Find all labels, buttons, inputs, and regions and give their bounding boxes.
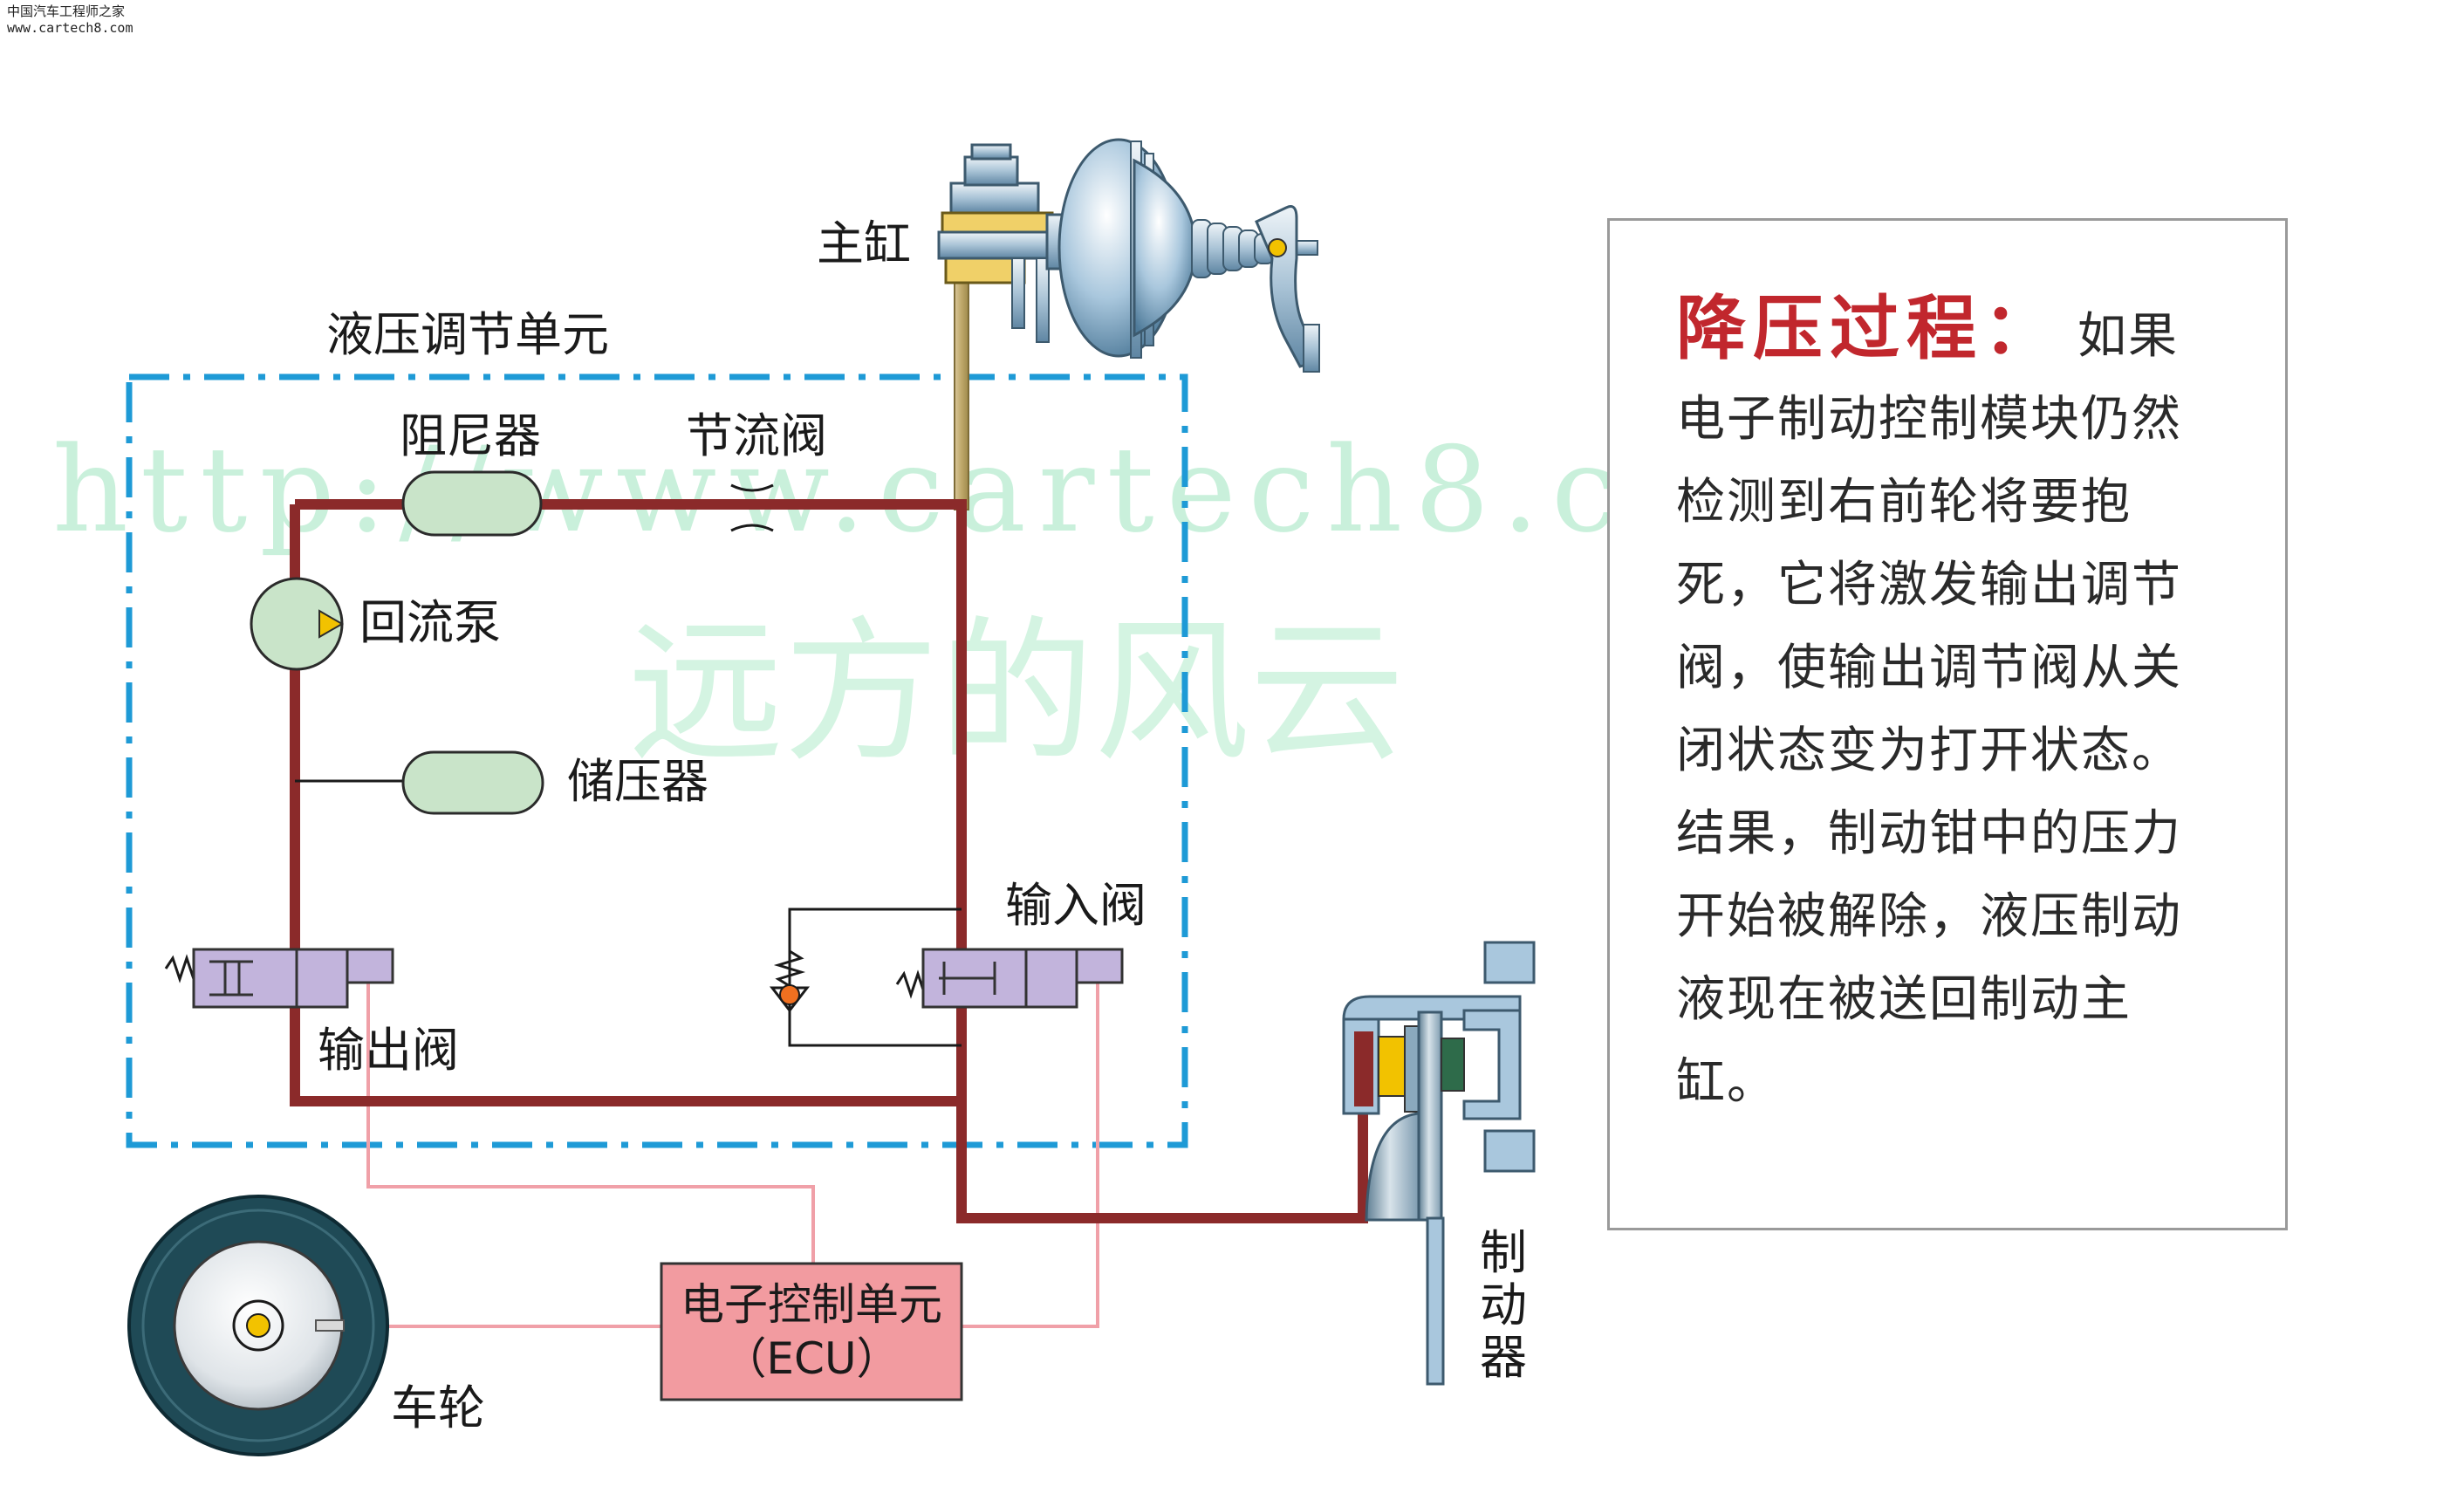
damper-label: 阻尼器 <box>400 408 541 463</box>
wheel-label: 车轮 <box>391 1380 485 1435</box>
brake-caliper-component <box>1342 941 1536 1386</box>
brake-label-char3: 器 <box>1480 1330 1527 1385</box>
brake-label-char2: 动 <box>1480 1278 1527 1332</box>
hydraulic-unit-label: 液压调节单元 <box>326 307 609 362</box>
ecu-label-line1: 电子控制单元 <box>681 1279 942 1330</box>
return-pump-component <box>250 577 345 671</box>
brake-line-to-caliper <box>956 1066 1368 1223</box>
master-cylinder-assembly <box>937 138 1320 373</box>
damper-component <box>401 470 543 537</box>
inlet-valve-signal-wire <box>962 982 1099 1328</box>
master-cylinder-feed-tube <box>954 259 969 510</box>
site-corner-logo: 中国汽车工程师之家 www.cartech8.com <box>7 3 133 37</box>
inlet-valve-component <box>895 948 1124 1009</box>
accumulator-label: 储压器 <box>567 754 708 809</box>
description-title: 降压过程： <box>1676 288 2060 369</box>
return-pump-label: 回流泵 <box>359 595 501 650</box>
check-valve-bypass <box>788 908 962 1047</box>
check-valve-symbol <box>769 949 811 1013</box>
brake-line-circuit <box>290 499 1368 1223</box>
ecu-box <box>660 1262 963 1401</box>
ecu-label-line2: （ECU） <box>722 1333 900 1384</box>
accumulator-component <box>401 750 544 815</box>
outlet-valve-signal-wire <box>366 982 815 1264</box>
chinese-watermark: 远方的风云 <box>628 602 1405 783</box>
hydraulic-unit-boundary <box>126 373 1188 1148</box>
outlet-valve-label: 输出阀 <box>318 1023 459 1078</box>
bypass-lines <box>295 779 962 1047</box>
inlet-valve-label: 输入阀 <box>1005 878 1146 933</box>
ecu-signal-wires <box>342 982 1099 1328</box>
description-panel: 降压过程：如果电子制动控制模块仍然检测到右前轮将要抱死，它将激发输出调节阀，使输… <box>1607 218 2288 1230</box>
site-url: www.cartech8.com <box>7 20 133 36</box>
url-watermark: http://www.cartech8.com <box>52 421 1837 558</box>
brake-label-char1: 制 <box>1480 1225 1527 1280</box>
description-body: 如果电子制动控制模块仍然检测到右前轮将要抱死，它将激发输出调节阀，使输出调节阀从… <box>1676 308 2182 1111</box>
description-paragraph: 降压过程：如果电子制动控制模块仍然检测到右前轮将要抱死，它将激发输出调节阀，使输… <box>1676 287 2224 1124</box>
throttle-valve-label: 节流阀 <box>686 408 827 463</box>
site-name: 中国汽车工程师之家 <box>7 3 126 19</box>
outlet-valve-component <box>164 948 394 1009</box>
master-cylinder-label: 主缸 <box>817 216 911 271</box>
throttle-valve-symbol <box>730 483 774 532</box>
wheel-component <box>127 1195 389 1456</box>
